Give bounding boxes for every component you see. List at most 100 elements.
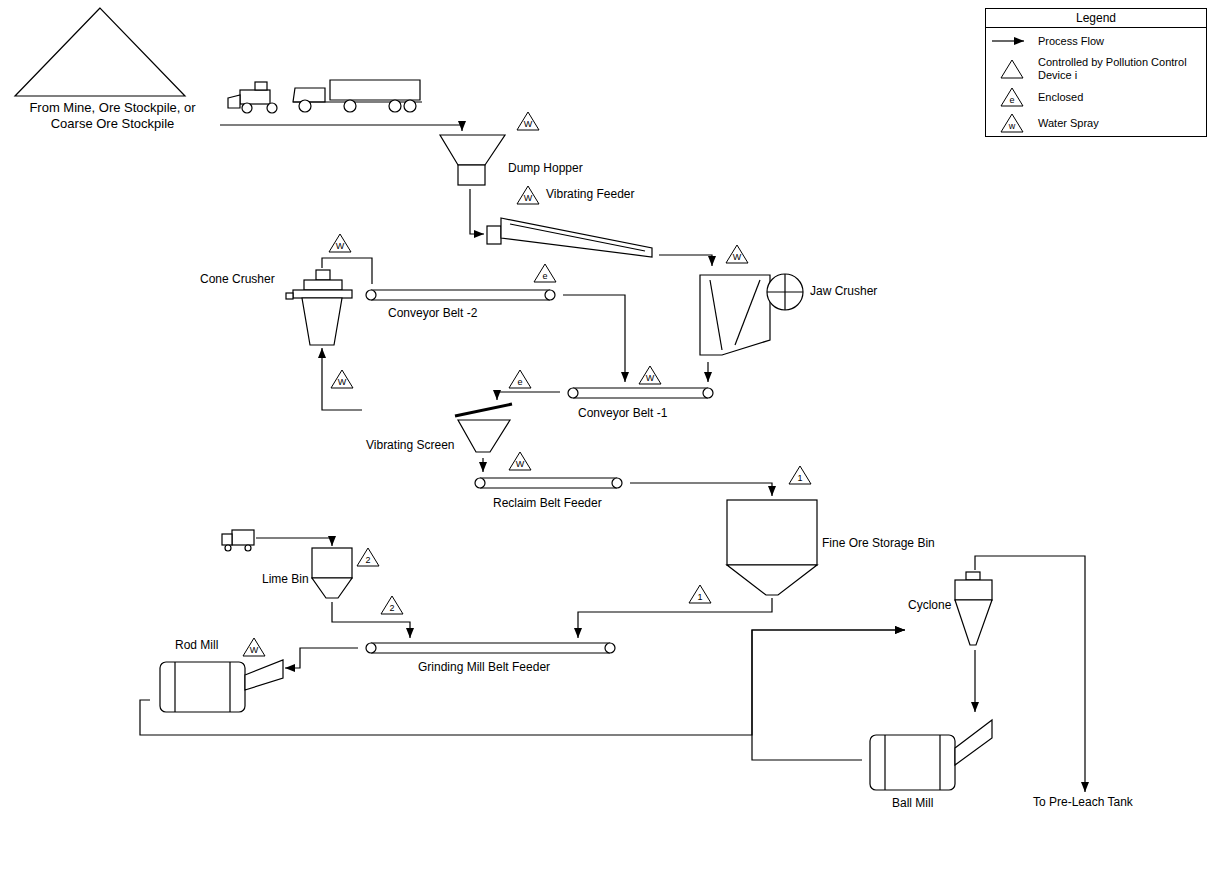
process-flow-arrow bbox=[563, 295, 625, 382]
equipment-label: Dump Hopper bbox=[508, 161, 583, 175]
legend-row: Process Flow bbox=[986, 28, 1206, 54]
legend-triangle bbox=[1001, 88, 1023, 106]
callout-number: 1 bbox=[693, 592, 707, 602]
callout-number: e bbox=[513, 377, 527, 387]
equipment-label: Conveyor Belt -2 bbox=[388, 306, 477, 320]
process-flow-arrow bbox=[332, 602, 410, 638]
callout-number: W bbox=[335, 377, 349, 387]
legend-row: eEnclosed bbox=[986, 84, 1206, 110]
process-flow-arrow bbox=[659, 255, 712, 266]
legend-row: wWater Spray bbox=[986, 110, 1206, 136]
callout-triangle bbox=[534, 264, 556, 282]
equipment-node: Grinding Mill Belt Feeder bbox=[358, 638, 623, 682]
equipment-node: Cone Crusher bbox=[195, 268, 355, 348]
process-flow-arrow bbox=[578, 598, 772, 638]
equipment-label: Cone Crusher bbox=[200, 272, 275, 286]
equipment-node: Jaw Crusher bbox=[686, 266, 886, 362]
callout-layer bbox=[243, 112, 811, 656]
legend-text: Water Spray bbox=[1034, 117, 1198, 130]
ore-stockpile bbox=[15, 8, 185, 96]
process-flow-arrow bbox=[482, 458, 483, 472]
callout-triangle bbox=[789, 466, 811, 484]
rod-mill-icon bbox=[160, 660, 283, 712]
callout-number: W bbox=[521, 193, 535, 203]
conveyor-belt-icon bbox=[366, 643, 615, 653]
legend-arrow bbox=[992, 40, 1024, 41]
callout-number: W bbox=[730, 252, 744, 262]
equipment-node: Fine Ore Storage Bin bbox=[722, 496, 972, 598]
dump-truck-icon bbox=[293, 80, 422, 112]
callout-triangle bbox=[726, 245, 748, 263]
process-flow-arrow bbox=[140, 630, 905, 735]
equipment-label: Vibrating Feeder bbox=[546, 187, 635, 201]
equipment-label: Rod Mill bbox=[175, 638, 218, 652]
connector-group bbox=[140, 125, 1085, 792]
legend-box: LegendProcess FlowControlled by Pollutio… bbox=[985, 8, 1207, 137]
legend-symbol-letter: e bbox=[1005, 95, 1019, 105]
legend-sample: w bbox=[990, 112, 1034, 134]
callout-triangle bbox=[329, 234, 351, 252]
process-flow-arrow bbox=[470, 189, 484, 234]
legend-triangle bbox=[1001, 114, 1023, 132]
process-flow-arrow bbox=[975, 556, 1085, 792]
process-flow-arrow bbox=[322, 258, 372, 284]
callout-triangle bbox=[509, 370, 531, 388]
legend-triangle bbox=[1001, 60, 1023, 78]
conveyor-belt-icon bbox=[568, 388, 713, 398]
callout-number: 2 bbox=[385, 603, 399, 613]
equipment-node: Conveyor Belt -1 bbox=[560, 382, 725, 424]
ball-mill-icon bbox=[870, 720, 992, 790]
equipment-label: Conveyor Belt -1 bbox=[578, 406, 667, 420]
process-flow-arrow bbox=[497, 392, 560, 400]
feeder-icon bbox=[487, 218, 652, 257]
legend-text: Controlled by Pollution Control Device i bbox=[1034, 56, 1198, 82]
hopper-icon bbox=[440, 135, 505, 185]
process-flow-arrow bbox=[974, 650, 975, 712]
bin-icon bbox=[727, 500, 817, 595]
lime-delivery-arrow bbox=[256, 538, 332, 546]
callout-number: W bbox=[513, 459, 527, 469]
process-flow-arrow bbox=[752, 630, 905, 760]
equipment-node: To Pre-Leach Tank bbox=[1030, 792, 1150, 812]
loader-icon bbox=[228, 82, 277, 113]
screen-icon bbox=[455, 404, 512, 452]
callout-triangle bbox=[517, 112, 539, 130]
equipment-label: Fine Ore Storage Bin bbox=[822, 536, 935, 550]
legend-sample: e bbox=[990, 86, 1034, 108]
equipment-node: Ball Mill bbox=[862, 712, 997, 817]
legend-title: Legend bbox=[986, 9, 1206, 28]
callout-triangle bbox=[331, 370, 353, 388]
equipment-node: From Mine, Ore Stockpile, or Coarse Ore … bbox=[5, 2, 220, 132]
callout-number: W bbox=[521, 119, 535, 129]
callout-triangle bbox=[509, 452, 531, 470]
equipment-label: Ball Mill bbox=[892, 796, 933, 810]
process-flow-arrow bbox=[630, 483, 772, 496]
equipment-label: Reclaim Belt Feeder bbox=[493, 496, 602, 510]
callout-number: 2 bbox=[361, 555, 375, 565]
equipment-label: Cyclone bbox=[908, 598, 951, 612]
callout-number: W bbox=[247, 645, 261, 655]
callout-triangle bbox=[689, 585, 711, 603]
process-flow-arrow bbox=[322, 348, 362, 410]
legend-sample bbox=[990, 58, 1034, 80]
callout-triangle bbox=[243, 638, 265, 656]
jaw-crusher-icon bbox=[700, 274, 803, 355]
equipment-label: To Pre-Leach Tank bbox=[1033, 795, 1133, 809]
legend-row: Controlled by Pollution Control Device i bbox=[986, 54, 1206, 84]
equipment-node: Reclaim Belt Feeder bbox=[467, 472, 630, 516]
callout-triangle bbox=[357, 548, 379, 566]
equipment-label: Vibrating Screen bbox=[366, 438, 455, 452]
equipment-node: Rod Mill bbox=[150, 636, 285, 718]
process-flow-arrow bbox=[285, 648, 358, 668]
callout-number: e bbox=[538, 271, 552, 281]
equipment-node: Vibrating Screen bbox=[362, 400, 517, 458]
callout-number: W bbox=[643, 373, 657, 383]
lime-bin-icon bbox=[312, 548, 352, 598]
equipment-label: Grinding Mill Belt Feeder bbox=[418, 660, 550, 674]
process-flow-arrow bbox=[707, 362, 708, 382]
equipment-node: Dump Hopper bbox=[436, 131, 596, 189]
process-flow-arrow bbox=[220, 125, 462, 131]
cone-crusher-icon bbox=[286, 270, 352, 345]
equipment-label: Jaw Crusher bbox=[810, 284, 877, 298]
legend-text: Process Flow bbox=[1034, 35, 1198, 48]
